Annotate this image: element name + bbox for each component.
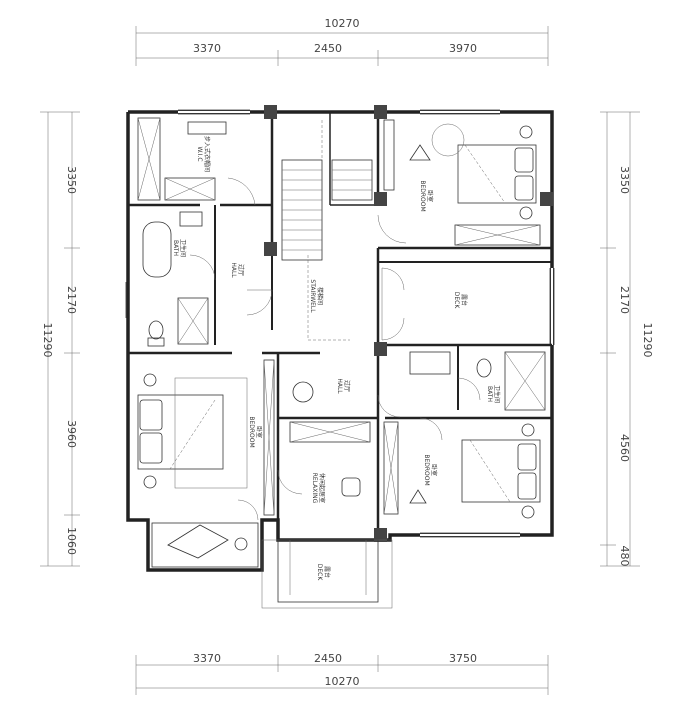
label-wic-zh: 步入式衣帽间 [203, 136, 211, 172]
label-bedroom-left-en: BEDROOM [248, 416, 255, 447]
relaxing-room [277, 421, 399, 515]
label-bath-right-zh: 卫生间 [493, 385, 501, 403]
dim-right-seg-3: 4560 [618, 434, 631, 462]
label-stairwell-en: STAIRWELL [309, 279, 316, 313]
label-hall-center-zh: 过厅 [343, 380, 351, 392]
label-deck-bottom-zh: 露台 [323, 566, 331, 578]
interior-walls [128, 112, 552, 530]
dim-right-seg-4: 480 [618, 546, 631, 567]
hall-left [246, 289, 273, 316]
dim-top-total: 10270 [325, 17, 360, 30]
staircase [281, 120, 373, 341]
dim-bottom-seg-2: 2450 [314, 652, 342, 665]
label-deck-right-zh: 露台 [460, 294, 468, 306]
deck-bottom [261, 539, 393, 609]
label-hall-left-zh: 过厅 [237, 264, 245, 276]
dim-left-seg-4: 1060 [65, 527, 78, 555]
bay-window [151, 499, 259, 568]
label-hall-center-en: HALL [336, 378, 343, 394]
dim-left-total: 11290 [41, 323, 54, 358]
dim-right-seg-1: 3350 [618, 166, 631, 194]
dim-top-seg-1: 3370 [193, 42, 221, 55]
bedroom-br [409, 417, 541, 519]
label-bedroom-br-zh: 卧室 [430, 464, 438, 476]
dim-bottom-seg-3: 3750 [449, 652, 477, 665]
room-labels: W.I.C 步入式衣帽间 BATH 卫生间 HALL 过厅 BEDROOM 卧室… [172, 136, 501, 581]
label-hall-left-en: HALL [230, 262, 237, 278]
bedroom-left [137, 359, 275, 516]
label-deck-bottom-en: DECK [316, 564, 323, 582]
columns [264, 105, 553, 542]
dim-top-seg-2: 2450 [314, 42, 342, 55]
dim-right-total: 11290 [641, 323, 654, 358]
dim-left-seg-1: 3350 [65, 166, 78, 194]
bath-left-room [142, 211, 216, 347]
label-relaxing-zh: 休闲起居室 [318, 473, 326, 503]
label-stairwell-zh: 楼梯间 [316, 287, 324, 305]
label-wic-en: W.I.C [196, 146, 203, 161]
label-bath-left-en: BATH [172, 240, 179, 256]
dimension-top: 10270 3370 2450 3970 [135, 17, 549, 66]
dim-bottom-total: 10270 [325, 675, 360, 688]
hall-center [292, 381, 401, 418]
dim-left-seg-2: 2170 [65, 286, 78, 314]
dim-top-seg-3: 3970 [449, 42, 477, 55]
label-deck-right-en: DECK [453, 292, 460, 310]
label-bedroom-tr-en: BEDROOM [419, 180, 426, 211]
deck-right [381, 267, 405, 341]
dim-left-seg-3: 3960 [65, 420, 78, 448]
label-bath-left-zh: 卫生间 [179, 239, 187, 257]
dimension-right: 3350 2170 4560 480 11290 [600, 111, 654, 567]
dimension-bottom: 3370 2450 3750 10270 [135, 652, 549, 695]
dim-right-seg-2: 2170 [618, 286, 631, 314]
label-relaxing-en: RELAXING [311, 473, 318, 504]
label-bedroom-br-en: BEDROOM [423, 454, 430, 485]
wic-room [137, 117, 256, 206]
dimension-left: 11290 3350 2170 3960 1060 [40, 111, 80, 567]
bedroom-tr [377, 119, 541, 246]
label-bath-right-en: BATH [486, 386, 493, 402]
label-bedroom-left-zh: 卧室 [255, 426, 263, 438]
label-bedroom-tr-zh: 卧室 [426, 190, 434, 202]
bath-right-room [409, 351, 546, 411]
dim-bottom-seg-1: 3370 [193, 652, 221, 665]
